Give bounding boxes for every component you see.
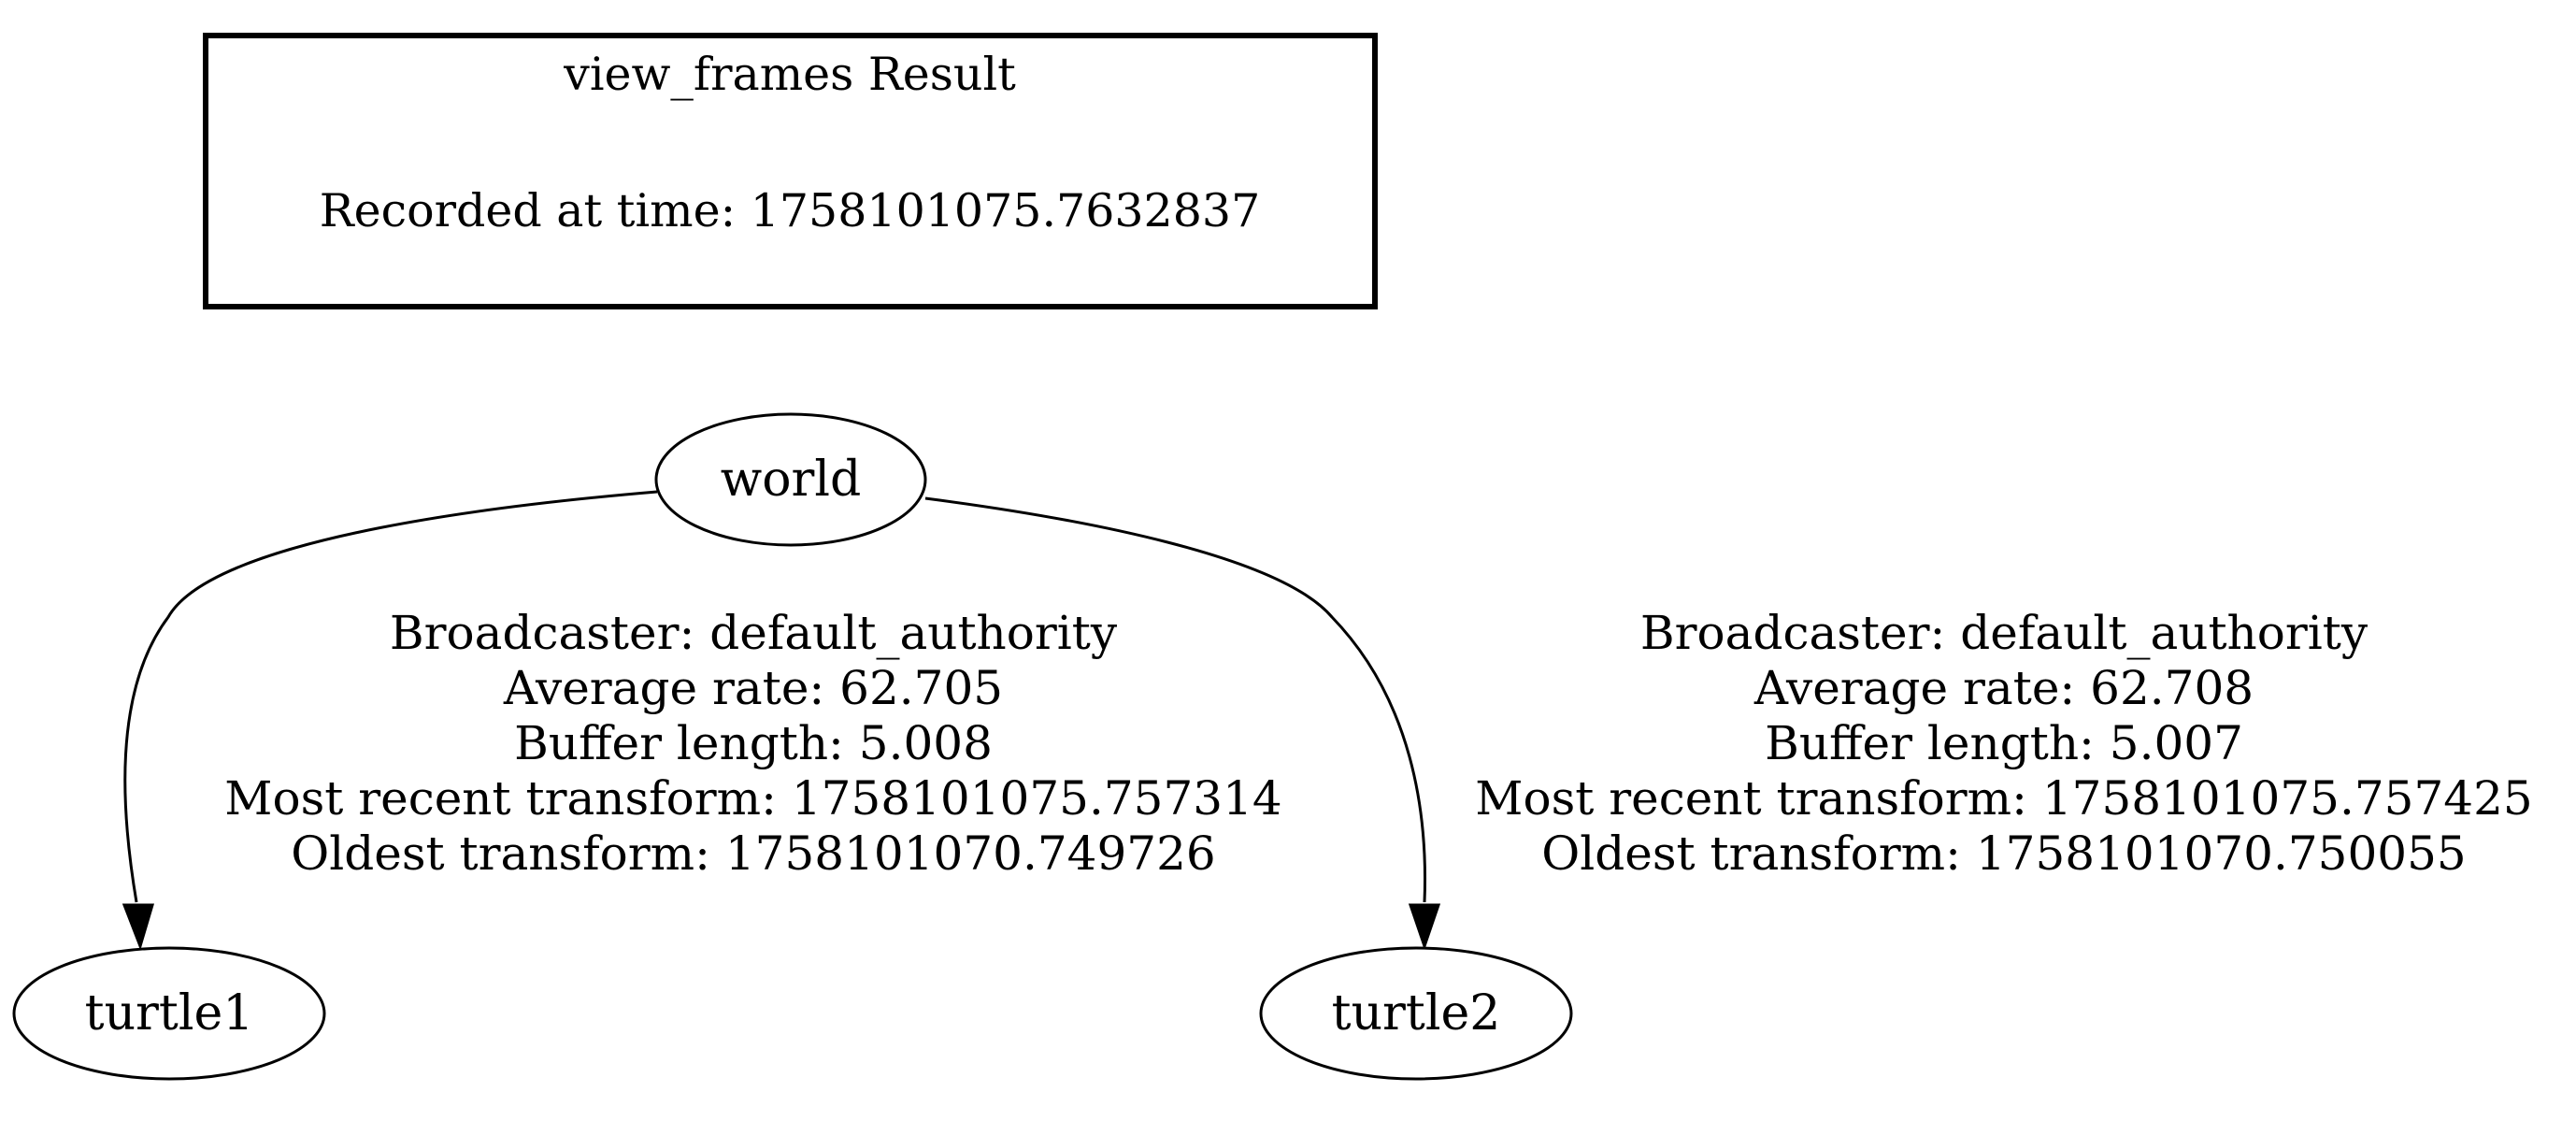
edge-line-world-turtle1 [123,490,658,903]
node-turtle1: turtle1 [12,946,326,1081]
edge-average-rate: Average rate: 62.708 [1753,661,2254,715]
node-turtle2-ellipse [1259,946,1573,1081]
arrowhead-turtle1 [122,903,155,951]
edge-world-turtle2 [924,496,1441,951]
node-turtle1-label: turtle1 [85,985,254,1042]
node-world: world [654,412,927,547]
arrowhead-turtle2 [1408,903,1441,951]
edge-oldest-transform: Oldest transform: 1758101070.749726 [291,826,1215,881]
diagram-title: view_frames Result [563,48,1016,101]
edge-world-turtle1 [122,490,658,951]
title-box: view_frames Result Recorded at time: 175… [203,33,1378,309]
node-turtle2: turtle2 [1259,946,1573,1081]
node-turtle2-label: turtle2 [1332,985,1501,1042]
edge-label-world-turtle1: Broadcaster: default_authority Average r… [224,606,1281,881]
recorded-time: Recorded at time: 1758101075.7632837 [320,184,1261,237]
edge-label-world-turtle2: Broadcaster: default_authority Average r… [1475,606,2532,881]
edge-line-world-turtle2 [924,496,1426,903]
edge-buffer-length: Buffer length: 5.007 [1765,716,2243,770]
node-turtle1-ellipse [12,946,326,1081]
node-world-ellipse [654,412,927,547]
edge-oldest-transform: Oldest transform: 1758101070.750055 [1541,826,2466,881]
edge-most-recent-transform: Most recent transform: 1758101075.757314 [224,771,1281,826]
edge-broadcaster: Broadcaster: default_authority [390,606,1118,660]
edge-buffer-length: Buffer length: 5.008 [514,716,993,770]
edge-broadcaster: Broadcaster: default_authority [1640,606,2368,660]
title-box-border [203,33,1378,309]
edge-average-rate: Average rate: 62.705 [503,661,1003,715]
node-world-label: world [721,452,862,508]
edge-most-recent-transform: Most recent transform: 1758101075.757425 [1475,771,2532,826]
